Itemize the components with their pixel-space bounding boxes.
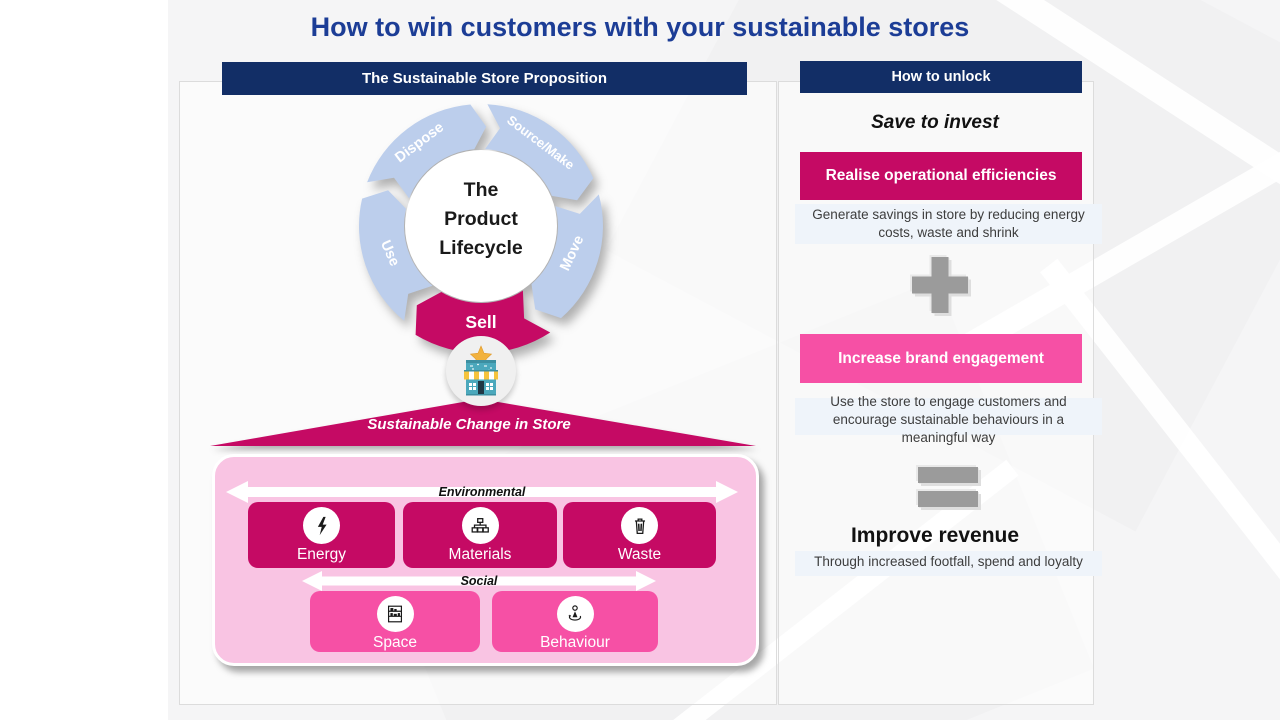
save-to-invest-subtitle: Save to invest [871,112,999,133]
energy-label: Energy [296,546,347,563]
space-label: Space [373,634,417,651]
left-panel-header: The Sustainable Store Proposition [222,62,747,95]
realise-efficiencies-block: Realise operational efficiencies [800,152,1082,200]
behaviour-box: Behaviour [492,591,658,652]
svg-text:Lifecycle: Lifecycle [439,237,523,259]
trash-icon [621,507,658,544]
shelf-icon [376,596,414,632]
desc3-band [795,551,1102,576]
waste-box: Waste [563,502,716,568]
sustainable-change-banner: Sustainable Change in Store [210,399,756,446]
brand-engagement-block: Increase brand engagement [800,334,1082,383]
energy-box: Energy [248,502,395,568]
right-panel-header: How to unlock [800,61,1082,93]
desc1-band [795,204,1102,244]
storefront-icon [464,345,498,396]
equals-icon [918,467,978,507]
ring-segments [358,104,603,354]
plus-icon [912,257,968,313]
environmental-label: Environmental [438,485,526,499]
social-label: Social [460,574,498,588]
org-boxes-icon [461,507,499,544]
product-lifecycle-ring: Source/Make Move Sell Use Dispose The Pr… [358,104,603,354]
brand-engagement-desc: Use the store to engage customers and en… [830,394,1067,445]
svg-text:Product: Product [444,208,518,230]
lightning-icon [303,507,340,544]
page-title: How to win customers with your sustainab… [310,12,970,42]
improve-revenue-desc: Through increased footfall, spend and lo… [814,554,1083,569]
segment-label-sell: Sell [465,312,496,332]
improve-revenue-title: Improve revenue [850,524,1020,547]
ring-center-text: The Product Lifecycle [439,179,523,259]
svg-text:The: The [464,179,499,201]
social-arrow [302,571,656,591]
store-icon [446,336,516,406]
person-icon [556,596,594,632]
space-box: Space [310,591,480,652]
environmental-arrow [226,481,738,503]
materials-label: Materials [448,546,512,563]
behaviour-label: Behaviour [540,634,610,651]
materials-box: Materials [403,502,557,568]
ring-center-circle [405,150,557,302]
waste-label: Waste [617,546,662,563]
desc2-band [795,398,1102,435]
realise-efficiencies-desc: Generate savings in store by reducing en… [812,207,1085,240]
banner-label: Sustainable Change in Store [367,416,571,433]
